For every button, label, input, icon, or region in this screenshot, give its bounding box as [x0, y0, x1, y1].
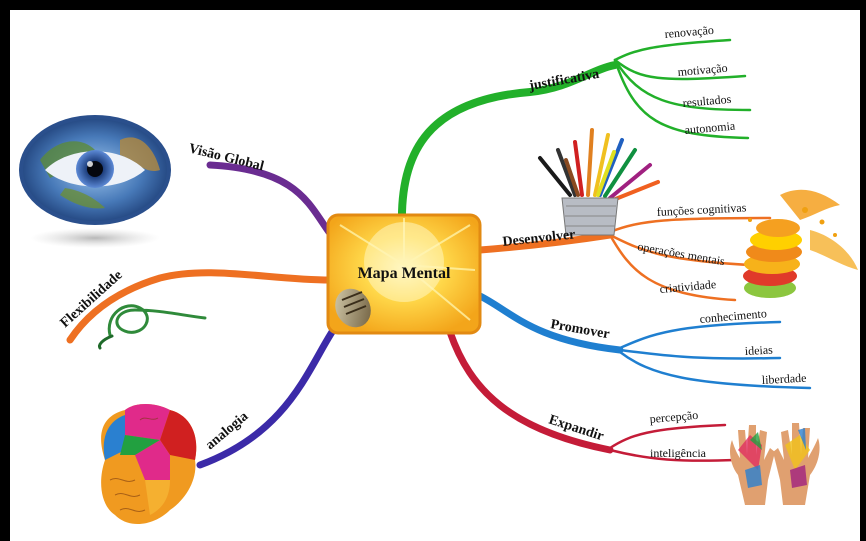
eye-globe-image	[19, 115, 171, 248]
sub-criatividade: criatividade	[659, 277, 717, 296]
promover-sub-branches	[618, 320, 812, 390]
lightbulb-image	[335, 288, 371, 328]
pencils-cup-image	[538, 128, 660, 236]
branch-expandir	[446, 328, 614, 454]
branch-desenvolver	[476, 231, 614, 254]
central-title: Mapa Mental	[358, 265, 451, 282]
sub-motivacao: motivação	[677, 61, 728, 79]
painted-hands-image	[730, 423, 820, 505]
branch-analogia	[196, 316, 344, 469]
sub-inteligencia: inteligência	[650, 446, 707, 460]
branch-visao-global	[206, 161, 339, 244]
sub-conhecimento: conhecimento	[699, 306, 767, 326]
mind-map-diagram: Mapa Mental	[19, 23, 858, 525]
central-node[interactable]: Mapa Mental	[326, 213, 482, 335]
sub-autonomia: autonomia	[684, 119, 736, 137]
expandir-sub-branches	[608, 423, 737, 462]
sub-renovacao: renovação	[664, 23, 714, 41]
justificativa-sub-branches	[613, 38, 752, 140]
branch-justificativa	[397, 61, 619, 229]
sub-funcoes-cognitivas: funções cognitivas	[656, 200, 747, 219]
branch-promover	[474, 291, 624, 354]
rope-image	[98, 304, 207, 350]
desenvolver-sub-branches	[608, 216, 772, 302]
branch-flexibilidade	[66, 269, 334, 344]
label-justificativa: justificativa	[527, 67, 600, 94]
brain-image	[101, 404, 197, 525]
mind-map-canvas: Mapa Mental	[10, 10, 860, 541]
sub-resultados: resultados	[682, 92, 732, 110]
sub-liberdade: liberdade	[761, 371, 806, 387]
fruit-splash-image	[743, 189, 858, 298]
sub-percepcao: percepção	[649, 408, 699, 426]
sub-ideias: ideias	[744, 343, 773, 358]
sub-operacoes-mentais: operações mentais	[636, 239, 726, 268]
